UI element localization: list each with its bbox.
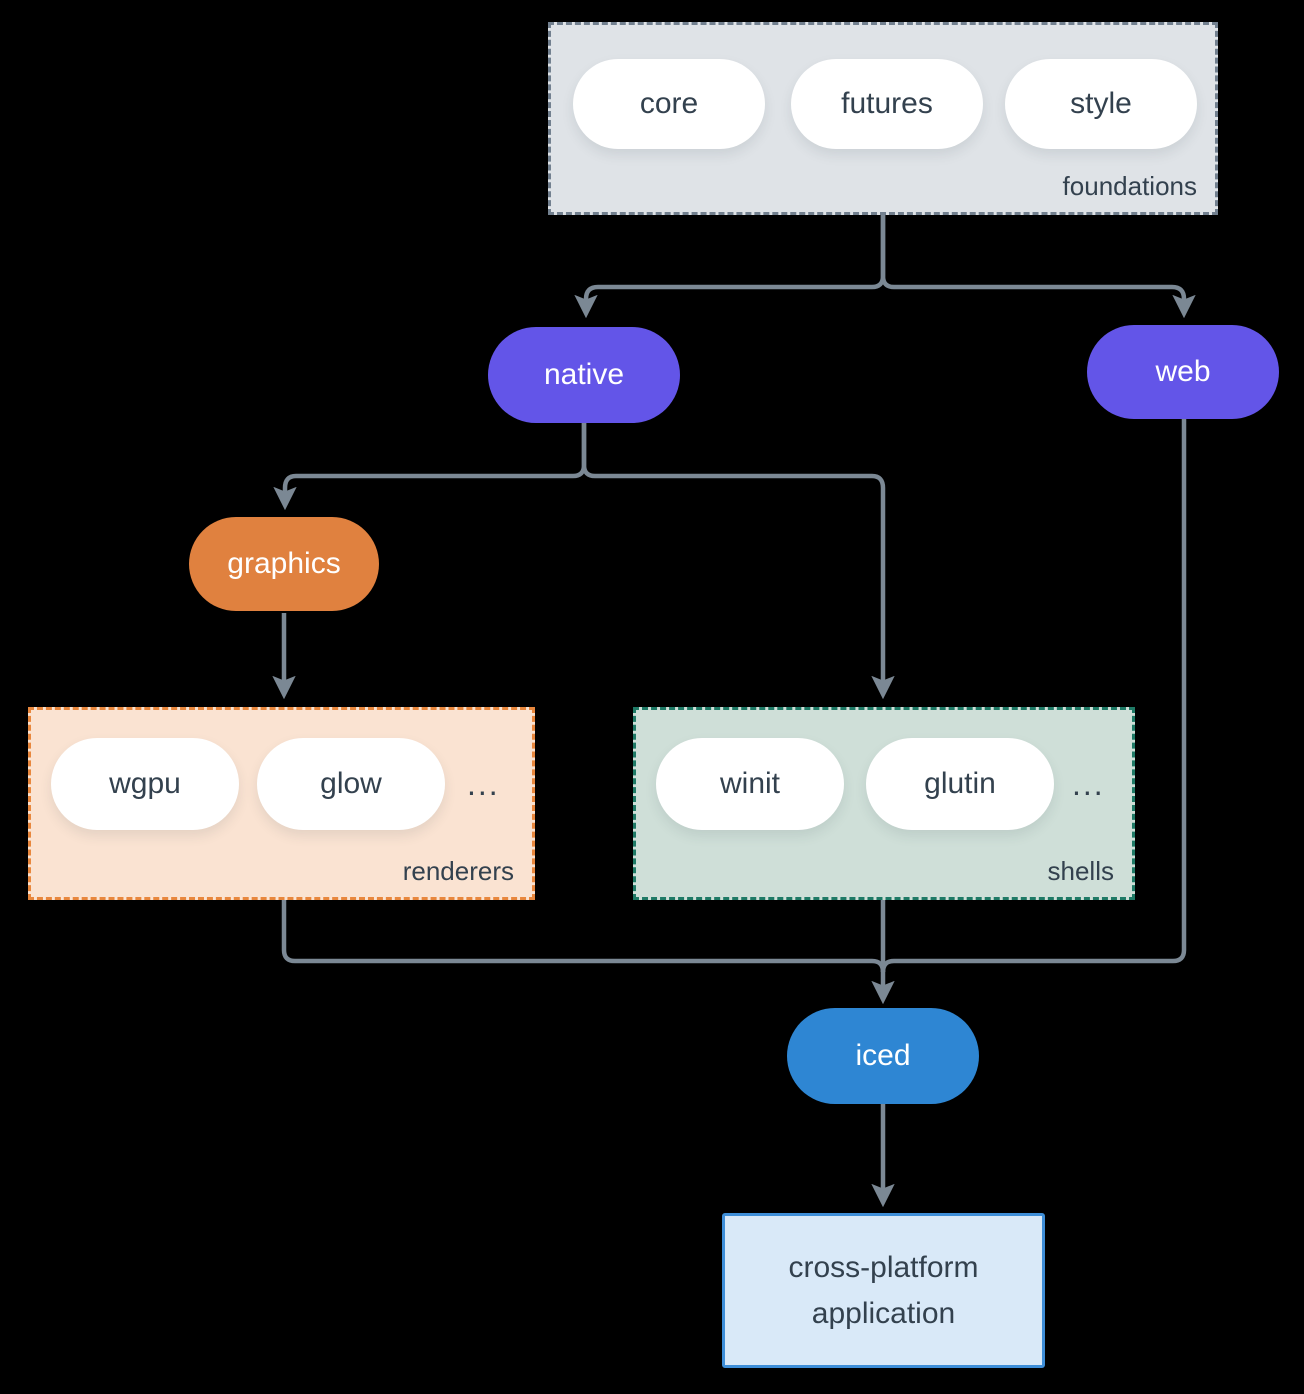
- edge-foundations-native: [574, 215, 886, 319]
- foundations-group-label: foundations: [1062, 171, 1197, 201]
- node-core: core: [573, 59, 765, 149]
- node-web-label: web: [1155, 355, 1211, 388]
- shells-group: winit glutin ... shells: [633, 707, 1135, 900]
- node-glow: glow: [257, 738, 445, 830]
- edge-foundations-web: [880, 215, 1196, 319]
- node-winit-label: winit: [719, 767, 780, 800]
- edge-native-shells: [581, 423, 895, 700]
- foundations-group: core futures style foundations: [548, 22, 1218, 215]
- renderers-group-label: renderers: [402, 856, 514, 886]
- shells-more-ellipsis: ...: [1072, 765, 1105, 802]
- node-wgpu-label: wgpu: [109, 767, 181, 800]
- node-graphics-label: graphics: [227, 547, 341, 580]
- node-futures: futures: [791, 59, 983, 149]
- edge-native-graphics: [273, 423, 587, 511]
- node-native-label: native: [543, 358, 625, 391]
- shells-group-label: shells: [1047, 856, 1114, 886]
- edge-renderers-iced: [281, 900, 886, 973]
- node-winit: winit: [656, 738, 844, 830]
- node-native: native: [488, 327, 680, 423]
- renderers-group: wgpu glow ... renderers: [28, 707, 535, 900]
- node-futures-label: futures: [841, 87, 933, 120]
- node-style-label: style: [1070, 87, 1132, 120]
- node-iced-label: iced: [855, 1039, 911, 1072]
- node-iced: iced: [787, 1008, 979, 1104]
- node-cross-platform-application-label: cross-platform application: [788, 1250, 979, 1330]
- node-web: web: [1087, 325, 1279, 419]
- node-glow-label: glow: [320, 767, 382, 800]
- node-glutin: glutin: [866, 738, 1054, 830]
- node-style: style: [1005, 59, 1197, 149]
- node-core-label: core: [639, 87, 699, 120]
- node-glutin-label: glutin: [924, 767, 996, 800]
- renderers-more-ellipsis: ...: [467, 765, 500, 802]
- node-wgpu: wgpu: [51, 738, 239, 830]
- node-cross-platform-application: cross-platform application: [722, 1213, 1045, 1368]
- node-graphics: graphics: [189, 517, 379, 611]
